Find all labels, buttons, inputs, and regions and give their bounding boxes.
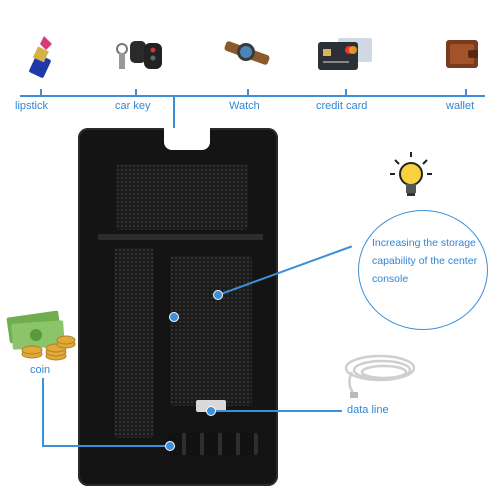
car-key-icon (110, 35, 165, 75)
data-cable-icon (340, 344, 420, 400)
label-lipstick: lipstick (15, 100, 49, 112)
label-wallet: wallet (446, 100, 475, 112)
middle-divider (98, 234, 263, 240)
bottom-slots (168, 433, 258, 455)
lipstick-icon (18, 30, 68, 80)
tray-top-notch (164, 128, 210, 150)
left-slot (114, 248, 154, 438)
label-coin: coin (30, 364, 51, 376)
data-line-dot (206, 406, 216, 416)
tick-car-key (135, 89, 137, 95)
tick-wallet (465, 89, 467, 95)
label-car-key: car key (115, 100, 151, 112)
coin-line-vertical (42, 378, 44, 446)
tick-lipstick (40, 89, 42, 95)
console-tray (78, 128, 278, 486)
label-watch: Watch (229, 100, 260, 112)
label-data-line: data line (347, 404, 389, 416)
watch-icon (222, 36, 272, 72)
top-connector-line (20, 95, 485, 97)
coin-dot (165, 441, 175, 451)
upper-compartment (116, 164, 248, 230)
label-credit-card: credit card (316, 100, 368, 112)
data-line-connector (212, 410, 342, 412)
light-bulb-icon (388, 150, 434, 202)
callout-dot (213, 290, 223, 300)
tick-watch (247, 89, 249, 95)
credit-card-icon (316, 36, 376, 76)
top-items-dot (169, 312, 179, 322)
callout-text: Increasing the storage capability of the… (372, 237, 478, 285)
main-compartment (170, 256, 252, 406)
wallet-icon (442, 34, 487, 74)
callout-bubble (358, 210, 488, 330)
tick-credit-card (345, 89, 347, 95)
cash-coin-icon (6, 308, 78, 364)
coin-line-horizontal (42, 445, 168, 447)
